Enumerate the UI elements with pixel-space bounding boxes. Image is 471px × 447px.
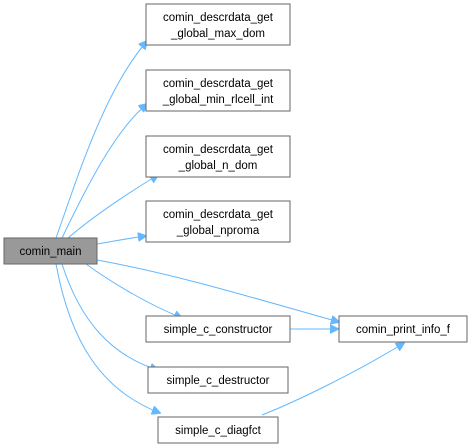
- node-simple-c-destructor[interactable]: simple_c_destructor: [147, 366, 289, 394]
- edge-root-to-nproma: [96, 236, 146, 245]
- node-simple-c-destructor-label: simple_c_destructor: [167, 375, 270, 387]
- node-global-max-dom-line1: comin_descrdata_get: [163, 12, 274, 24]
- node-comin-print-info-f-label: comin_print_info_f: [356, 324, 451, 336]
- node-global-n-dom-line1: comin_descrdata_get: [163, 144, 274, 156]
- node-global-min-rlcell-int-line1: comin_descrdata_get: [163, 78, 274, 90]
- node-simple-c-constructor-label: simple_c_constructor: [164, 324, 273, 336]
- node-global-n-dom[interactable]: comin_descrdata_get _global_n_dom: [145, 135, 291, 178]
- edge-root-to-destructor: [61, 263, 158, 370]
- node-global-min-rlcell-int-line2: _global_min_rlcell_int: [162, 94, 274, 106]
- node-simple-c-diagfct[interactable]: simple_c_diagfct: [157, 416, 279, 444]
- node-comin-main[interactable]: comin_main: [3, 237, 98, 265]
- edge-diagfct-to-print-info: [261, 343, 404, 416]
- node-global-nproma-line1: comin_descrdata_get: [163, 209, 274, 221]
- node-comin-print-info-f[interactable]: comin_print_info_f: [338, 315, 468, 343]
- node-global-min-rlcell-int[interactable]: comin_descrdata_get _global_min_rlcell_i…: [145, 69, 291, 112]
- node-comin-main-label: comin_main: [20, 246, 82, 258]
- node-simple-c-diagfct-label: simple_c_diagfct: [175, 425, 261, 437]
- edge-root-to-diagfct: [55, 263, 160, 413]
- edge-root-to-print-info: [96, 259, 339, 322]
- node-global-max-dom-line2: _global_max_dom: [170, 28, 265, 40]
- edges: [55, 41, 404, 416]
- node-global-nproma-line2: _global_nproma: [176, 225, 260, 237]
- node-simple-c-constructor[interactable]: simple_c_constructor: [145, 315, 291, 343]
- edge-root-to-n-dom: [67, 175, 158, 239]
- edge-root-to-constructor: [85, 263, 182, 318]
- edge-root-to-min-rlcell: [61, 104, 147, 239]
- node-global-max-dom[interactable]: comin_descrdata_get _global_max_dom: [145, 3, 291, 46]
- edge-root-to-max-dom: [55, 41, 147, 239]
- node-global-n-dom-line2: _global_n_dom: [178, 160, 258, 172]
- nodes: comin_main comin_descrdata_get _global_m…: [3, 3, 468, 444]
- node-global-nproma[interactable]: comin_descrdata_get _global_nproma: [145, 200, 291, 243]
